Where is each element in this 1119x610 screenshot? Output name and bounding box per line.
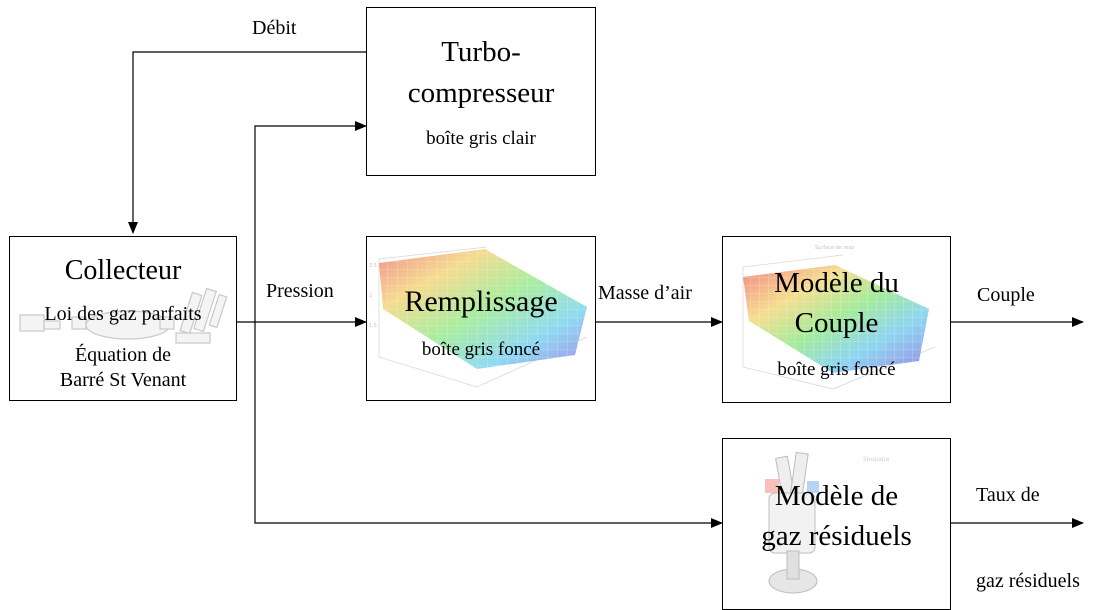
turbo-compresseur-box[interactable]: Turbo- compresseur boîte gris clair <box>366 7 596 176</box>
modele-residuels-box[interactable]: Soupape Modèle de gaz résiduels <box>722 438 951 610</box>
svg-text:2: 2 <box>369 293 372 299</box>
pression-to-residuels-arrow <box>254 322 723 528</box>
residuels-title-line2: gaz résiduels <box>761 520 912 552</box>
collecteur-line3: Barré St Venant <box>59 369 187 391</box>
turbo-title-line2: compresseur <box>407 77 555 109</box>
collecteur-line1: Loi des gaz parfaits <box>44 303 202 325</box>
svg-text:Soupape: Soupape <box>863 456 890 463</box>
taux-label-line1: Taux de <box>976 484 1040 506</box>
taux-label-line2: gaz résiduels <box>976 570 1080 592</box>
pression-label: Pression <box>266 280 334 302</box>
couple-title-line1: Modèle du <box>774 267 899 299</box>
collecteur-title: Collecteur <box>64 255 182 286</box>
collecteur-box[interactable]: Collecteur Loi des gaz parfaits Équation… <box>9 236 237 401</box>
debit-label: Débit <box>252 17 297 39</box>
modele-couple-box[interactable]: Surface de resp Modèle du Couple boîte g… <box>722 236 951 403</box>
remplissage-subtitle: boîte gris foncé <box>421 339 541 360</box>
svg-text:Surface de resp: Surface de resp <box>815 245 854 251</box>
couple-subtitle: boîte gris foncé <box>777 359 896 380</box>
intake-manifold-icon <box>19 287 228 344</box>
remplissage-title: Remplissage <box>404 285 558 318</box>
couple-output-label: Couple <box>977 284 1035 306</box>
debit-arrow <box>128 51 366 234</box>
remplissage-box[interactable]: 2.5 2 1.5 Remplissage boîte gris foncé <box>366 236 596 401</box>
residuels-title-line1: Modèle de <box>774 480 899 512</box>
svg-text:1.5: 1.5 <box>369 323 377 329</box>
pression-to-turbo-arrow <box>254 121 367 322</box>
turbo-title-line1: Turbo- <box>441 36 521 68</box>
collecteur-line2: Équation de <box>74 344 172 366</box>
masse-air-label: Masse d’air <box>598 282 692 304</box>
engine-cylinder-icon: Soupape <box>765 451 890 594</box>
svg-text:2.5: 2.5 <box>369 263 377 269</box>
turbo-subtitle: boîte gris clair <box>426 128 536 149</box>
response-surface-plot-icon: Surface de resp <box>742 245 936 390</box>
response-surface-plot-icon: 2.5 2 1.5 <box>369 246 588 388</box>
couple-title-line2: Couple <box>794 307 879 339</box>
